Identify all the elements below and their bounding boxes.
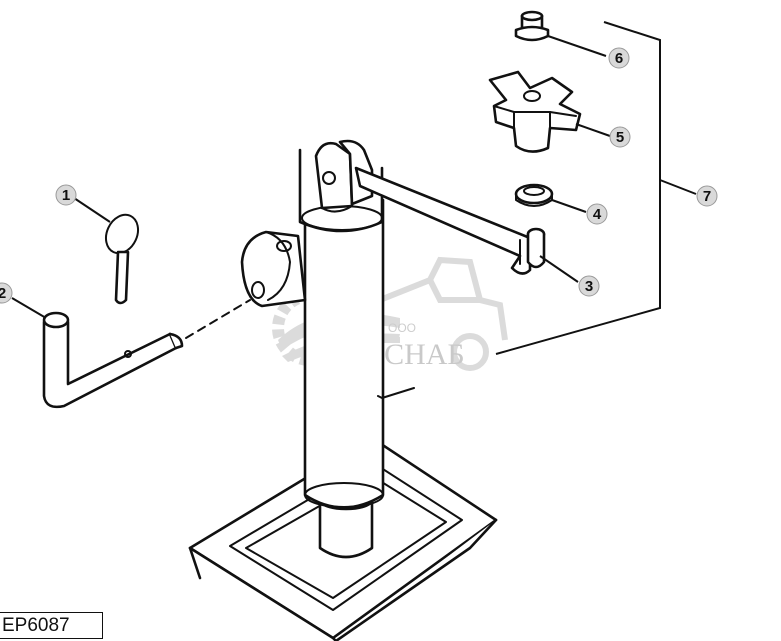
callout-4: 4 bbox=[586, 203, 608, 225]
star-knob bbox=[488, 70, 582, 153]
callout-6: 6 bbox=[608, 47, 630, 69]
assembly-bracket-line bbox=[495, 21, 697, 355]
callout-6-label: 6 bbox=[615, 50, 623, 67]
cap bbox=[514, 10, 550, 42]
callout-4-label: 4 bbox=[593, 206, 602, 223]
callout-5-label: 5 bbox=[616, 129, 624, 146]
callout-1: 1 bbox=[55, 184, 77, 206]
jack-body bbox=[240, 139, 415, 559]
callout-7-label: 7 bbox=[703, 188, 711, 205]
callout-3-label: 3 bbox=[585, 278, 593, 295]
callout-7: 7 bbox=[696, 185, 718, 207]
crank-handle bbox=[354, 166, 546, 275]
washer bbox=[514, 183, 554, 207]
figure-id-label: EP6087 bbox=[0, 612, 103, 639]
pin-handle bbox=[42, 299, 251, 409]
callout-5: 5 bbox=[609, 126, 631, 148]
callout-2-label: 2 bbox=[0, 285, 6, 302]
callout-3: 3 bbox=[578, 275, 600, 297]
callout-1-label: 1 bbox=[62, 187, 70, 204]
ring-pin bbox=[104, 213, 140, 305]
callout-2: 2 bbox=[0, 282, 13, 304]
watermark-prefix: ООО bbox=[388, 321, 416, 335]
leader-lines bbox=[11, 35, 611, 319]
